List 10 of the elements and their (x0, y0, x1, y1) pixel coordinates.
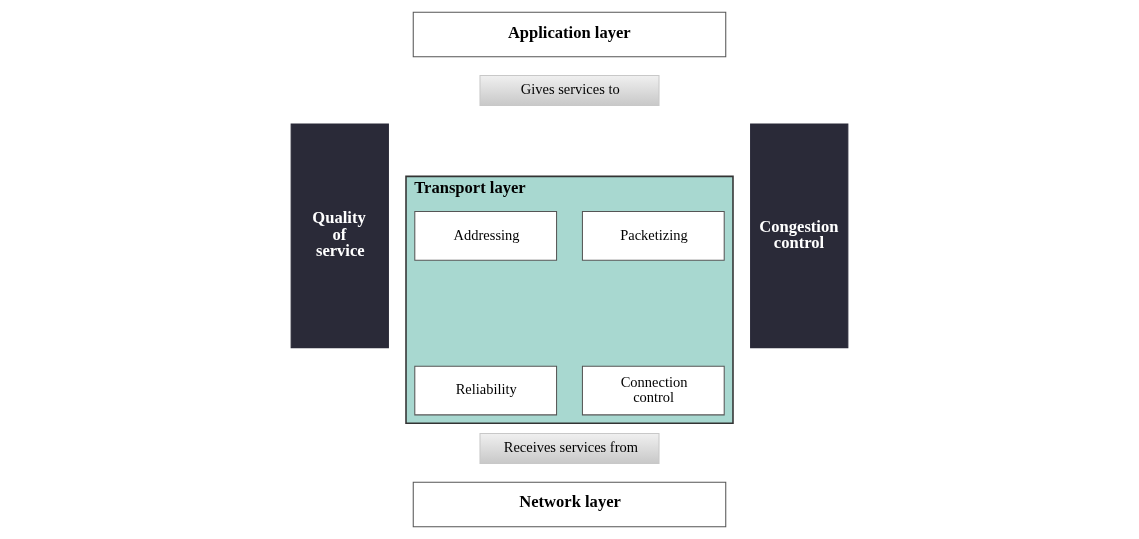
node-box: Connection control (581, 365, 725, 416)
node-box: Gives services to (479, 74, 660, 106)
node-box: Reliability (414, 365, 558, 416)
node-box: Packetizing (581, 211, 725, 261)
node-box: Addressing (414, 211, 558, 261)
node-box: Receives services from (479, 433, 660, 465)
node-box: Network layer (412, 481, 727, 528)
node-box: Quality of service (290, 123, 389, 349)
node-box: Application layer (412, 11, 727, 58)
node-box: Congestion control (750, 123, 849, 349)
